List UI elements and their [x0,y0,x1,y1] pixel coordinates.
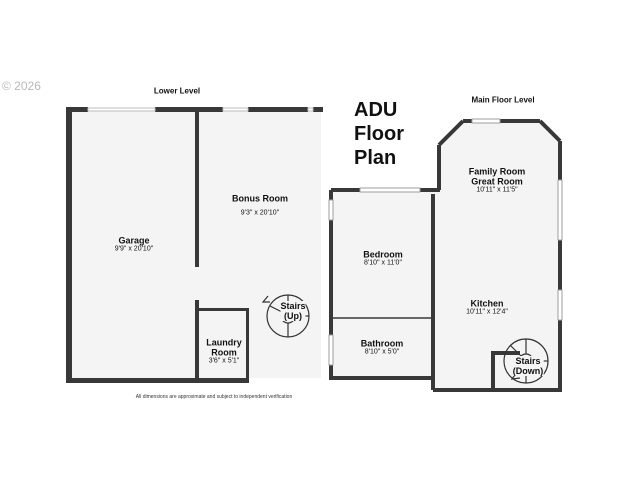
bathroom-name: Bathroom [360,338,404,349]
bedroom-dims: 8'10" x 11'0" [364,259,402,267]
main-level-inner-walls [331,204,434,319]
bonus-room-dims: 9'3" x 20'10" [240,209,280,217]
garage-label: Garage 9'9" x 20'10" [115,236,153,253]
kitchen-label: Kitchen 10'11" x 12'4" [466,299,508,316]
bedroom-label: Bedroom 8'10" x 11'0" [363,250,403,267]
garage-name: Garage [118,235,150,246]
garage-dims: 9'9" x 20'10" [114,245,154,253]
lower-level-heading: Lower Level [153,86,201,96]
laundry-room-dims: 3'6" x 5'1" [208,357,240,365]
main-level-walls [329,119,562,392]
bathroom-dims: 8'10" x 5'0" [364,348,400,356]
lower-stairs-label: Stairs (Up) [280,301,306,321]
plan-title-line-2: Floor [354,123,404,145]
laundry-room-label: Laundry Room 3'6" x 5'1" [206,338,242,365]
main-stairs-line-2: (Down) [512,366,544,376]
lower-stairs-line-1: Stairs [280,301,306,311]
lower-level-walls [66,107,323,383]
bonus-room-name: Bonus Room [232,193,288,204]
family-room-name-2: Great Room [471,176,523,187]
main-level-heading: Main Floor Level [471,95,535,105]
bedroom-name: Bedroom [363,249,403,260]
bonus-room-label: Bonus Room 9'3" x 20'10" [232,194,288,217]
main-level-floor [330,120,560,390]
main-stairs-line-1: Stairs [515,356,541,366]
family-room-dims: 10'11" x 11'5" [476,186,518,194]
main-level-windows [328,118,563,366]
plan-title: ADU Floor Plan [354,98,404,170]
copyright-watermark: © 2026 [2,79,41,93]
lower-stairs-line-2: (Up) [283,311,302,321]
disclaimer-text: All dimensions are approximate and subje… [135,394,293,400]
kitchen-name: Kitchen [470,298,504,309]
kitchen-dims: 10'11" x 12'4" [466,308,508,316]
family-room-name-1: Family Room [468,166,526,177]
plan-title-line-3: Plan [354,147,397,169]
laundry-room-name-1: Laundry [206,337,242,348]
family-room-label: Family Room Great Room 10'11" x 11'5" [469,167,526,194]
laundry-room-name-2: Room [211,347,237,358]
plan-title-line-1: ADU [354,99,398,121]
lower-level-windows [87,107,314,112]
main-stairs-label: Stairs (Down) [512,356,544,376]
bathroom-label: Bathroom 8'10" x 5'0" [361,339,404,356]
